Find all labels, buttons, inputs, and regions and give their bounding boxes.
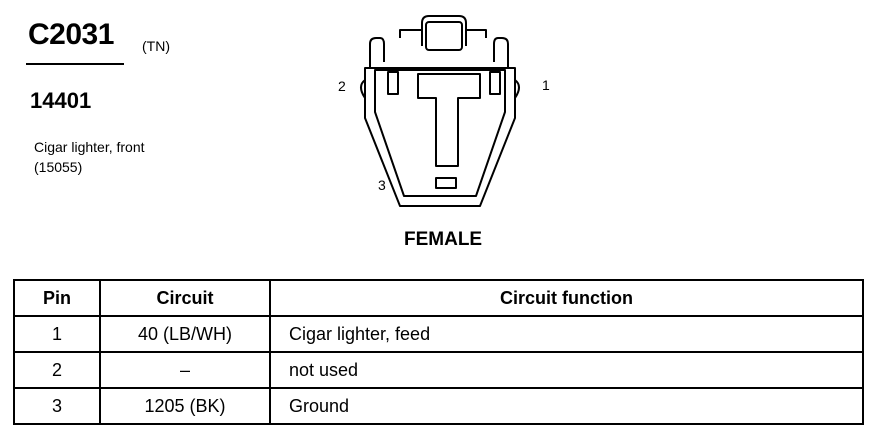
pin-cavity-1 <box>489 71 501 95</box>
connector-top-ridge <box>399 29 487 38</box>
cell-pin: 2 <box>13 351 101 389</box>
connector-id-underline <box>26 63 124 65</box>
cell-function: Cigar lighter, feed <box>269 315 864 353</box>
pin-cavity-2 <box>387 71 399 95</box>
table-row: 1 40 (LB/WH) Cigar lighter, feed <box>13 315 864 353</box>
connector-gender: FEMALE <box>404 229 483 250</box>
pin-cavity-3 <box>435 177 457 189</box>
connector-housing <box>364 67 516 207</box>
table-header-row: Pin Circuit Circuit function <box>13 279 864 317</box>
cell-circuit: – <box>99 351 271 389</box>
t-cavity <box>417 73 481 167</box>
connector-latch <box>421 15 467 46</box>
pin-label-2: 2 <box>338 78 346 94</box>
cell-circuit: 40 (LB/WH) <box>99 315 271 353</box>
connector-face-diagram <box>360 15 520 207</box>
color-code: (TN) <box>142 38 170 54</box>
cell-function: Ground <box>269 387 864 425</box>
description-line: Cigar lighter, front <box>34 139 145 155</box>
pinout-table: Pin Circuit Circuit function 1 40 (LB/WH… <box>13 279 864 425</box>
connector-housing-inner <box>374 69 506 197</box>
cell-pin: 3 <box>13 387 101 425</box>
table-row: 3 1205 (BK) Ground <box>13 387 864 425</box>
connector-side-bump-right <box>514 79 520 99</box>
pin-label-1: 1 <box>542 77 550 93</box>
header-circuit: Circuit <box>99 279 271 317</box>
connector-lock-tab-left <box>369 37 385 68</box>
header-circuit-function: Circuit function <box>269 279 864 317</box>
connector-latch-inner <box>425 21 463 51</box>
pin-label-3: 3 <box>378 177 386 193</box>
connector-lock-tab-right <box>493 37 509 68</box>
connector-id: C2031 <box>28 18 114 51</box>
table-row: 2 – not used <box>13 351 864 389</box>
description-code: (15055) <box>34 159 83 175</box>
connector-side-bump-left <box>360 79 366 99</box>
header-pin: Pin <box>13 279 101 317</box>
cell-function: not used <box>269 351 864 389</box>
cell-circuit: 1205 (BK) <box>99 387 271 425</box>
part-number: 14401 <box>30 88 92 113</box>
cell-pin: 1 <box>13 315 101 353</box>
